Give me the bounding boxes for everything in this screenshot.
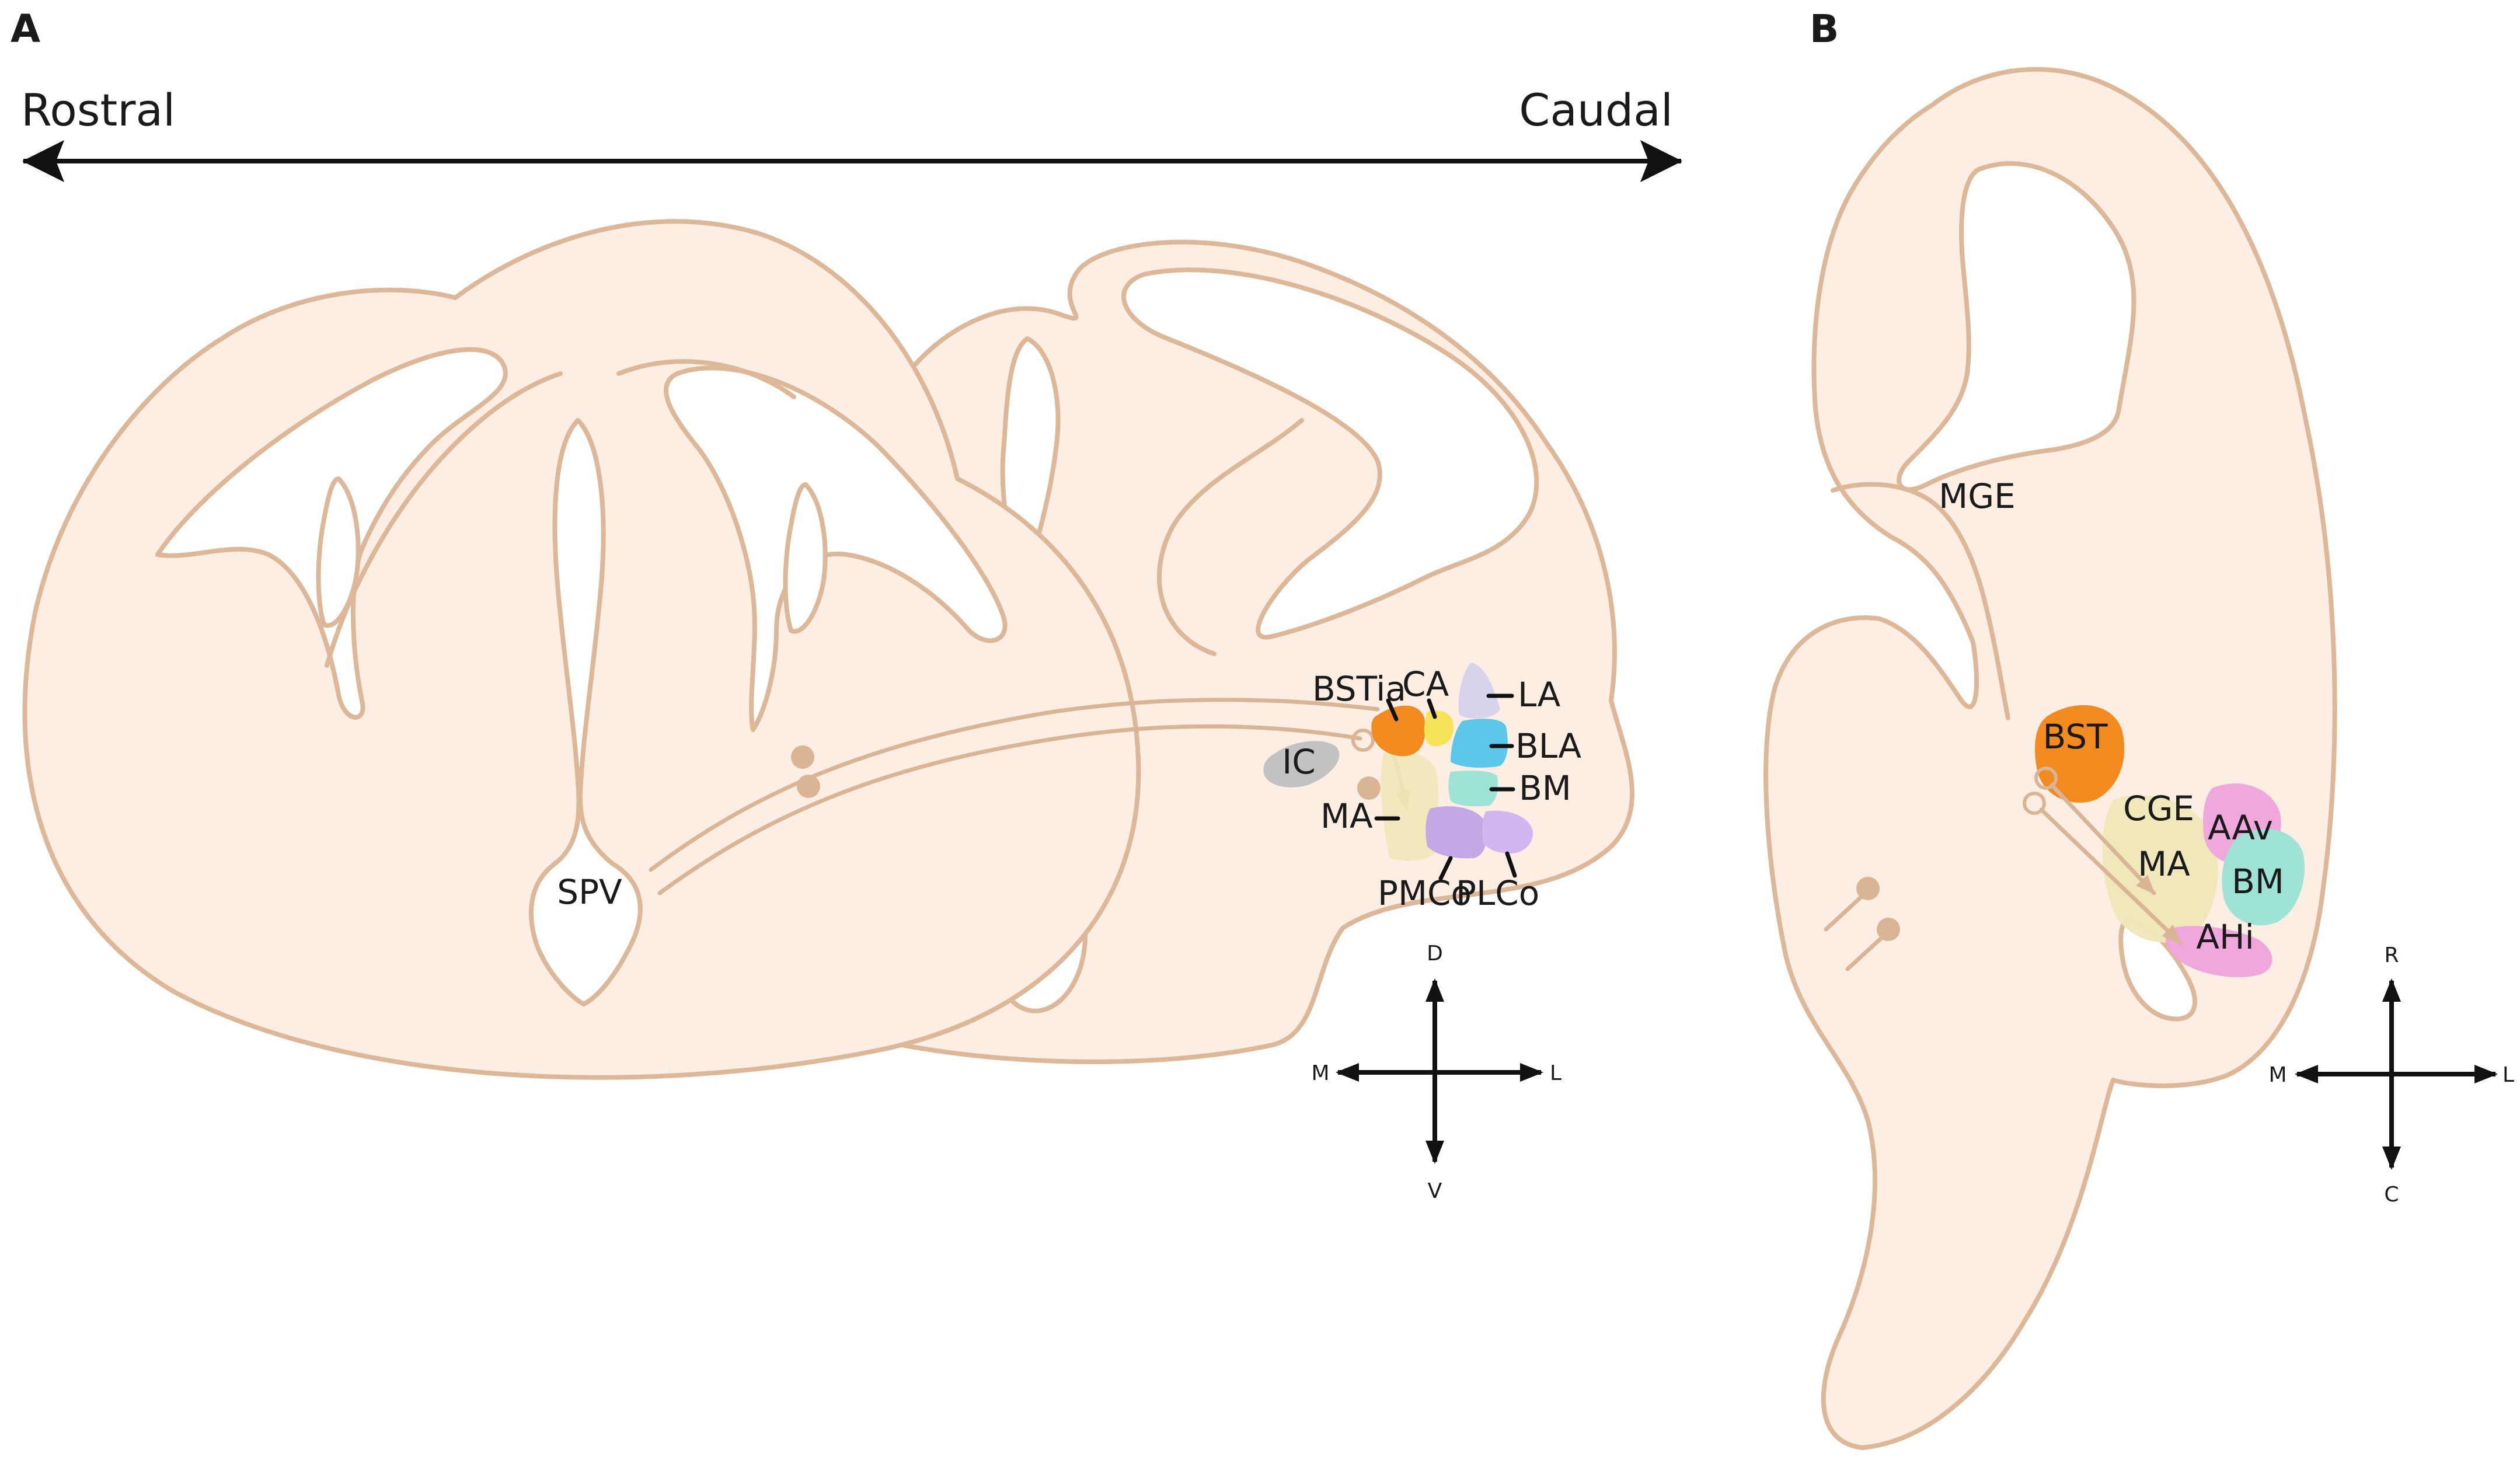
compass-a: D V M L: [1311, 942, 1562, 1203]
bla-label: BLA: [1515, 726, 1581, 766]
compass-a-medial: M: [1311, 1061, 1329, 1085]
spv-label: SPV: [557, 872, 622, 912]
panel-a-letter: A: [11, 6, 40, 51]
aav-label: AAv: [2208, 808, 2273, 848]
cge-region: [2102, 795, 2218, 943]
ic-label: IC: [1282, 742, 1316, 782]
compass-a-lateral: L: [1550, 1061, 1562, 1085]
migrating-cell-ring-b2: [2023, 792, 2046, 815]
migration-path-b2: [2039, 807, 2183, 945]
caudal-lateral-ventricle: [1121, 267, 1539, 640]
bm-label-a: BM: [1519, 768, 1571, 808]
ca-region: [1424, 710, 1454, 747]
plco-label: PLCo: [1456, 873, 1539, 913]
migration-path-lower: [657, 724, 1362, 895]
migrating-cell-2: [797, 775, 820, 798]
bla-region: [1451, 719, 1508, 768]
ca-leader: [1427, 698, 1437, 719]
rostral-label: Rostral: [21, 84, 175, 136]
bstia-label: BSTia: [1312, 669, 1406, 709]
migrating-cell-3: [1357, 776, 1381, 800]
bstia-region: [1371, 705, 1425, 757]
bm-label-b: BM: [2232, 862, 2284, 901]
pmco-region: [1425, 806, 1487, 859]
rostral-caudal-axis: Rostral Caudal: [21, 84, 1682, 182]
rostral-right-pocket: [783, 482, 828, 634]
panel-a: A Rostral Caudal: [11, 6, 1682, 1203]
ca-label: CA: [1402, 664, 1449, 704]
compass-b-medial: M: [2268, 1063, 2287, 1087]
mge-label: MGE: [1939, 476, 2016, 516]
bst-label: BST: [2043, 717, 2108, 757]
lateral-ventricle-b: [1897, 161, 2136, 492]
rostral-fold-right: [616, 359, 796, 399]
migration-stream-b: [1824, 766, 2183, 971]
panel-b: B MGE BST CGE MA AAv BM: [1763, 6, 2514, 1450]
rostral-fold-left: [325, 371, 563, 668]
mge-outline: [1831, 482, 2010, 720]
ic-region: [1263, 741, 1340, 787]
compass-b-caudal: C: [2384, 1183, 2399, 1207]
rostral-central-ventricle: [529, 418, 643, 1006]
caudal-arrowhead: [1640, 140, 1682, 182]
migrating-cell-ring-b1: [2034, 766, 2058, 790]
migration-tail-b2: [1845, 935, 1885, 971]
migration-path-b1: [2050, 783, 2156, 895]
compass-b-rostral: R: [2384, 943, 2399, 967]
compass-a-ventral: V: [1428, 1179, 1442, 1203]
ma-label-b: MA: [2138, 844, 2190, 884]
ahi-label: AHi: [2196, 917, 2254, 957]
rostral-arrowhead: [22, 140, 64, 182]
migration-tail-b1: [1824, 894, 1864, 932]
caudal-inner-contour: [1156, 418, 1304, 656]
compass-b-lateral: L: [2502, 1063, 2514, 1087]
migrating-cell-1: [791, 745, 814, 769]
migrating-cell-ring-2: [1351, 729, 1375, 752]
compass-b: R C M L: [2268, 943, 2514, 1207]
plco-leader: [1505, 851, 1517, 878]
migration-path-upper: [649, 698, 1380, 872]
bstia-leader: [1386, 698, 1399, 722]
pmco-leader: [1438, 856, 1453, 881]
panel-b-letter: B: [1810, 6, 1839, 51]
plco-region: [1482, 810, 1533, 853]
bm-region-a: [1448, 771, 1498, 807]
pmco-label: PMCo: [1378, 873, 1472, 913]
la-label: LA: [1518, 675, 1561, 715]
bm-region-b: [2222, 829, 2305, 926]
la-region: [1458, 663, 1500, 719]
caudal-label: Caudal: [1519, 84, 1673, 136]
ma-label-a: MA: [1320, 796, 1373, 836]
ma-region-a: [1381, 751, 1439, 861]
compass-a-dorsal: D: [1427, 942, 1443, 966]
ahi-region: [2165, 926, 2272, 977]
cge-label: CGE: [2123, 789, 2194, 828]
rostral-left-pocket: [316, 476, 361, 628]
